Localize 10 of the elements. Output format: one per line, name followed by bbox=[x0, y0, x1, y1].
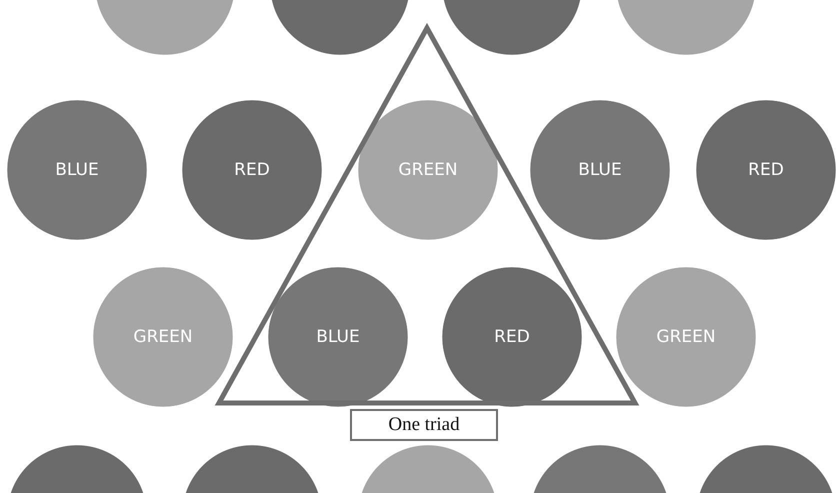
color-name: RED bbox=[234, 160, 270, 180]
color-name: RED bbox=[494, 327, 530, 347]
color-name: BLUE bbox=[55, 160, 99, 180]
color-name: RED bbox=[748, 160, 784, 180]
color-name: BLUE bbox=[316, 327, 360, 347]
color-name: GREEN bbox=[398, 160, 458, 180]
color-name: GREEN bbox=[656, 327, 716, 347]
caption-box: One triad bbox=[350, 409, 498, 441]
color-name: GREEN bbox=[133, 327, 193, 347]
color-name: BLUE bbox=[578, 160, 622, 180]
